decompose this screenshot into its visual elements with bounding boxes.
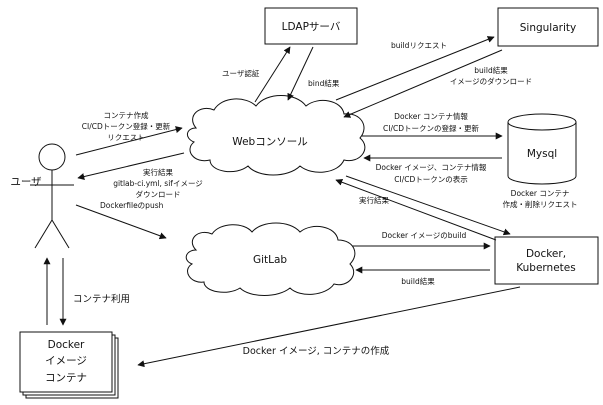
edge-label-container-create: コンテナ作成 <box>104 110 149 120</box>
edge-label-gitlab-ci-sif: gitlab-ci.yml, sifイメージ <box>113 179 203 188</box>
edge-label-user-auth: ユーザ認証 <box>222 68 260 78</box>
edge-label-request: リクエスト <box>107 133 145 142</box>
web-console-cloud: Webコンソール <box>187 95 366 176</box>
edge-label-cicd-token-display: CI/CDトークンの表示 <box>394 174 468 184</box>
arrow-docker-create <box>137 286 521 368</box>
edge-label-create-delete-request: 作成・削除リクエスト <box>503 199 578 209</box>
edge-label-exec-result: 実行結果 <box>359 195 389 205</box>
singularity-node: Singularity <box>497 7 599 47</box>
docker-image-container-stack: Docker イメージ コンテナ <box>19 331 119 399</box>
edge-label-docker-container: Docker コンテナ <box>511 189 570 198</box>
edge-label-cicd-token: CI/CDトークン登録・更新 <box>82 121 171 131</box>
stack-label-line2: イメージ <box>45 355 87 367</box>
user-label: ユーザ <box>10 176 42 188</box>
arrow-exec-result <box>335 178 497 241</box>
user-right-leg <box>51 219 70 249</box>
edge-label-docker-image-container-info: Docker イメージ、コンテナ情報 <box>376 162 487 172</box>
arrow-build-result-download <box>343 49 503 118</box>
user-head <box>38 143 66 171</box>
arrow-container-request <box>75 126 183 156</box>
stack-label-line1: Docker <box>48 339 85 351</box>
edge-label-exec-result-user: 実行結果 <box>143 167 173 177</box>
edge-label-build-result: build結果 <box>401 276 435 286</box>
user-left-leg <box>34 219 53 249</box>
gitlab-label: GitLab <box>253 254 287 266</box>
gitlab-cloud: GitLab <box>185 222 356 296</box>
edge-label-build-request: buildリクエスト <box>391 41 447 50</box>
stack-label-line3: コンテナ <box>45 372 87 384</box>
edge-label-download: ダウンロード <box>136 189 181 199</box>
edge-label-docker-create: Docker イメージ, コンテナの作成 <box>243 345 390 357</box>
mysql-label: Mysql <box>527 148 557 160</box>
edge-label-docker-image-build: Docker イメージのbuild <box>382 231 467 240</box>
docker-kubernetes-node: Docker, Kubernetes <box>494 236 599 285</box>
edge-label-build-result: build結果 <box>474 65 508 75</box>
arrow-docker-container-request <box>345 175 511 236</box>
arrow-build-request <box>335 36 495 101</box>
web-console-label: Webコンソール <box>232 136 307 148</box>
singularity-label: Singularity <box>520 22 576 34</box>
edge-label-cicd-token-register: CI/CDトークンの登録・更新 <box>383 123 479 133</box>
mysql-node: Mysql <box>507 113 577 185</box>
arrow-user-auth <box>254 46 291 103</box>
user-actor <box>30 143 74 249</box>
edge-label-docker-container-info: Docker コンテナ情報 <box>394 111 468 121</box>
edge-label-image-download: イメージのダウンロード <box>450 76 532 86</box>
ldap-server-node: LDAPサーバ <box>264 7 358 45</box>
edge-label-dockerfile-push: Dockerfileのpush <box>100 201 164 210</box>
arrow-dockerfile-push <box>75 204 167 240</box>
edge-label-container-use: コンテナ利用 <box>73 293 130 305</box>
docker-kubernetes-label-line1: Docker, <box>526 248 566 260</box>
docker-kubernetes-label-line2: Kubernetes <box>516 262 575 274</box>
arrow-exec-result-download <box>77 152 185 180</box>
arrow-bind-result <box>287 46 314 101</box>
ldap-server-label: LDAPサーバ <box>282 21 341 33</box>
edge-label-bind-result: bind結果 <box>308 78 340 88</box>
